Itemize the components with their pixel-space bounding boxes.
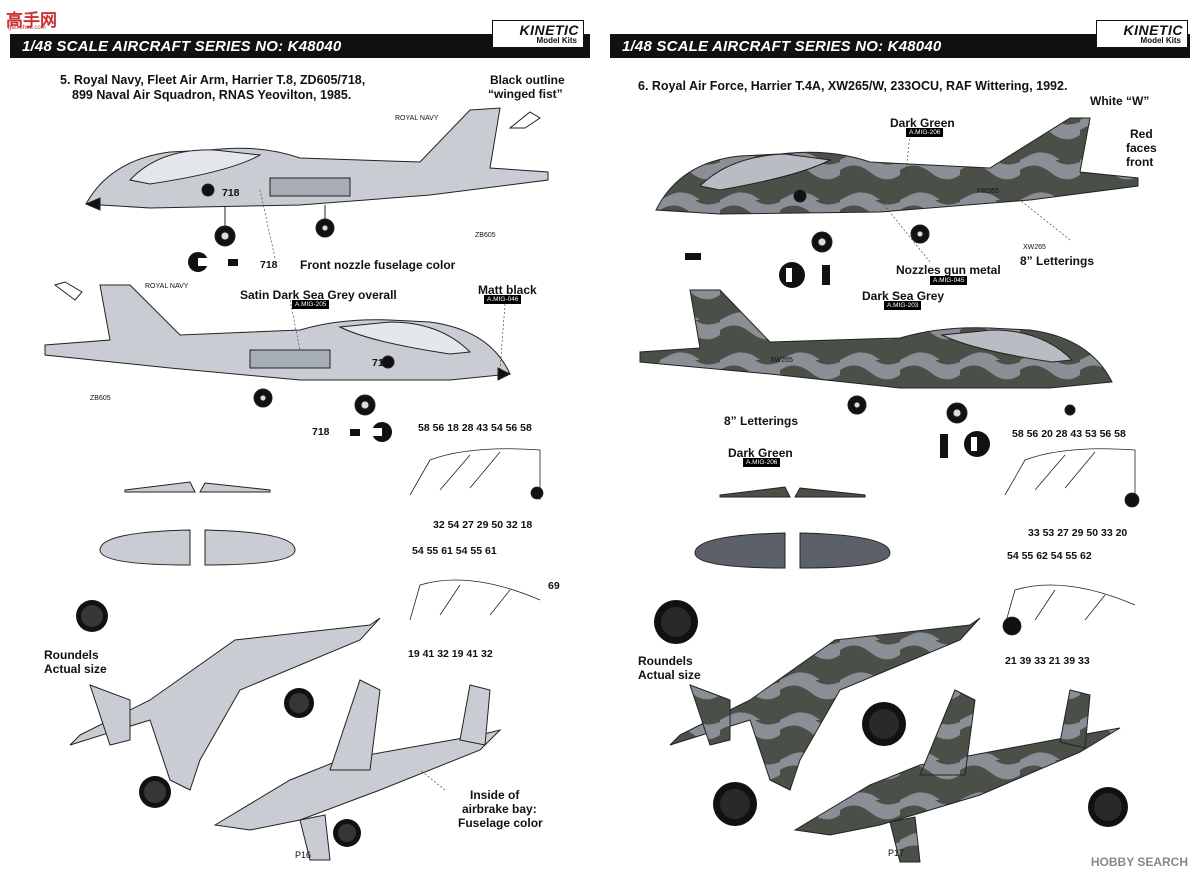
bottom-view (213, 679, 502, 861)
label-718-b: 718 (312, 426, 330, 438)
label-black-outline: Black outline (490, 73, 565, 87)
label-roundels: Roundels (44, 648, 99, 662)
label-inside-3: Fuselage color (458, 816, 543, 830)
bottom-view-camo (793, 689, 1121, 863)
caption-line-2: 899 Naval Air Squadron, RNAS Yeovilton, … (72, 88, 352, 102)
label-winged-fist: “winged fist” (488, 87, 563, 101)
label-nozzles: Nozzles gun metal (896, 263, 1001, 277)
label-lettering-2: 8” Letterings (724, 414, 799, 428)
nose-cap-icon-2 (350, 422, 392, 442)
left-artwork (44, 107, 549, 861)
page-right: 1/48 SCALE AIRCRAFT SERIES NO: K48040 KI… (600, 0, 1200, 879)
caption-right: 6. Royal Air Force, Harrier T.4A, XW265/… (638, 79, 1068, 93)
hobby-search-logo: HOBBY SEARCH (1090, 855, 1188, 869)
right-artwork (639, 117, 1140, 863)
brand-name-right: KINETIC (1123, 22, 1183, 38)
brand-name: KINETIC (519, 22, 579, 38)
paint-code-nozzles: A.MIG-045 (930, 276, 968, 285)
label-red-2: faces (1126, 141, 1157, 155)
part-numbers-bottom: 32 54 27 29 50 32 18 (433, 519, 533, 531)
brand-sub: Model Kits (536, 36, 577, 45)
part-numbers-top-r2: 54 55 62 54 55 62 (1007, 550, 1092, 562)
label-red-1: Red (1130, 127, 1153, 141)
part-numbers-top-r: 58 56 20 28 43 53 56 58 (1012, 428, 1126, 440)
label-serial: ZB605 (475, 232, 496, 239)
label-serial-2: ZB605 (90, 395, 111, 402)
paint-code-dark-green: A.MIG-206 (906, 128, 944, 137)
caption-line-1: 5. Royal Navy, Fleet Air Arm, Harrier T.… (60, 73, 366, 87)
label-actual-size: Actual size (44, 662, 107, 676)
winged-fist-icon (508, 111, 541, 129)
site-watermark: 高手网 gao.shou.com (6, 6, 76, 32)
label-red-3: front (1126, 155, 1154, 169)
label-dsg: Dark Sea Grey (862, 289, 945, 303)
canopy-detail-1 (409, 448, 544, 500)
top-view (69, 617, 381, 791)
label-718-a: 718 (260, 259, 278, 271)
part-number-69: 69 (548, 580, 560, 592)
roundels-left (76, 600, 361, 847)
label-matt-black: Matt black (478, 283, 537, 297)
page-header-right: 1/48 SCALE AIRCRAFT SERIES NO: K48040 (610, 34, 1190, 58)
label-royal-navy-2: ROYAL NAVY (145, 283, 189, 290)
paint-code-dark-green-2: A.MIG-206 (743, 458, 781, 467)
nose-cap-icon (188, 252, 238, 272)
paint-code-dsg: A.MIG-203 (884, 301, 922, 310)
label-inside-2: airbrake bay: (462, 802, 537, 816)
part-numbers-bottom-r2: 21 39 33 21 39 33 (1005, 655, 1090, 667)
canopy-detail-r2 (1002, 584, 1136, 636)
label-xw265-3: XW265 (770, 357, 793, 364)
side-profile-port (84, 107, 549, 247)
canopy-detail-r1 (1004, 448, 1140, 508)
label-front-nozzle: Front nozzle fuselage color (300, 258, 456, 272)
page-number-left: P16 (295, 850, 312, 860)
side-profile-camo-starboard (639, 289, 1113, 424)
nose-cap-icon-r2 (940, 431, 990, 458)
canopy-detail-2 (409, 579, 541, 621)
label-718-c: 718 (222, 187, 240, 199)
brand-logo-right: KINETIC Model Kits (1096, 20, 1188, 48)
pylon-parts-right (694, 486, 891, 569)
leader-lines (259, 189, 506, 791)
series-title: 1/48 SCALE AIRCRAFT SERIES NO: K48040 (22, 38, 342, 55)
page-number-right: P17 (888, 848, 905, 858)
watermark-sub: gao.shou.com (8, 25, 46, 31)
label-xw265: XW265 (976, 188, 999, 195)
label-lettering: 8” Letterings (1020, 254, 1095, 268)
part-numbers-bottom-r: 33 53 27 29 50 33 20 (1028, 527, 1128, 539)
watermark-mark: 高手网 (6, 11, 57, 30)
paint-code-sdsg: A.MIG-205 (292, 300, 330, 309)
label-xw265-2: XW265 (1023, 244, 1046, 251)
label-white-w: White “W” (1090, 94, 1150, 108)
label-718-d: 718 (372, 357, 390, 369)
label-sdsg: Satin Dark Sea Grey overall (240, 288, 397, 302)
label-dark-green-2: Dark Green (728, 446, 793, 460)
leader-lines-right (879, 123, 1091, 263)
page-left: 1/48 SCALE AIRCRAFT SERIES NO: K48040 KI… (10, 20, 590, 861)
brand-sub-right: Model Kits (1140, 36, 1181, 45)
pylon-parts (99, 481, 296, 566)
top-view-camo (669, 617, 981, 791)
part-numbers-top: 58 56 18 28 43 54 56 58 (418, 422, 532, 434)
part-numbers-bottom-2: 19 41 32 19 41 32 (408, 648, 493, 660)
side-profile-camo-port (655, 117, 1139, 253)
nose-cap-icon-r (685, 253, 830, 288)
label-inside-1: Inside of (470, 788, 520, 802)
series-title-right: 1/48 SCALE AIRCRAFT SERIES NO: K48040 (622, 38, 942, 55)
label-royal-navy: ROYAL NAVY (395, 115, 439, 122)
roundels-right (654, 600, 1128, 827)
paint-code-matt-black: A.MIG-046 (484, 295, 522, 304)
label-dark-green: Dark Green (890, 116, 955, 130)
label-actual-size-r: Actual size (638, 668, 701, 682)
brand-logo: KINETIC Model Kits (492, 20, 584, 48)
winged-fist-icon-2 (53, 281, 83, 301)
side-profile-starboard (44, 284, 512, 416)
part-numbers-top-2: 54 55 61 54 55 61 (412, 545, 497, 557)
label-roundels-r: Roundels (638, 654, 693, 668)
